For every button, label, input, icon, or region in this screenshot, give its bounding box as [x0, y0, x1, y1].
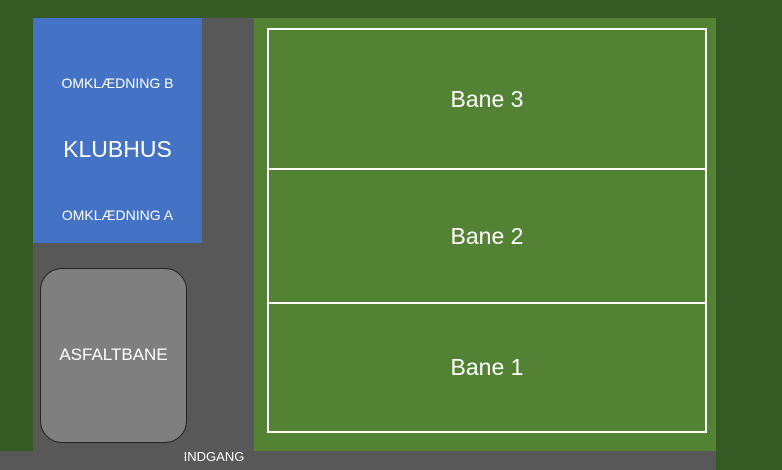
court-3-label: Bane 3 — [450, 85, 524, 112]
court-3[interactable]: Bane 3 — [267, 28, 707, 170]
clubhouse[interactable]: OMKLÆDNING B KLUBHUS OMKLÆDNING A — [33, 18, 202, 243]
clubhouse-label: KLUBHUS — [63, 136, 172, 162]
court-1-label: Bane 1 — [450, 354, 524, 380]
asphalt-court-label: ASFALTBANE — [59, 345, 168, 364]
road — [0, 451, 716, 470]
entrance-label: INDGANG — [183, 449, 245, 464]
asphalt-court[interactable]: ASFALTBANE — [40, 268, 187, 443]
court-2-label: Bane 2 — [450, 222, 524, 249]
court-2[interactable]: Bane 2 — [267, 168, 707, 304]
changing-room-a-label: OMKLÆDNING A — [61, 207, 174, 223]
grass-field — [254, 18, 716, 451]
changing-room-b-label: OMKLÆDNING B — [61, 75, 174, 91]
court-1[interactable]: Bane 1 — [267, 302, 707, 433]
